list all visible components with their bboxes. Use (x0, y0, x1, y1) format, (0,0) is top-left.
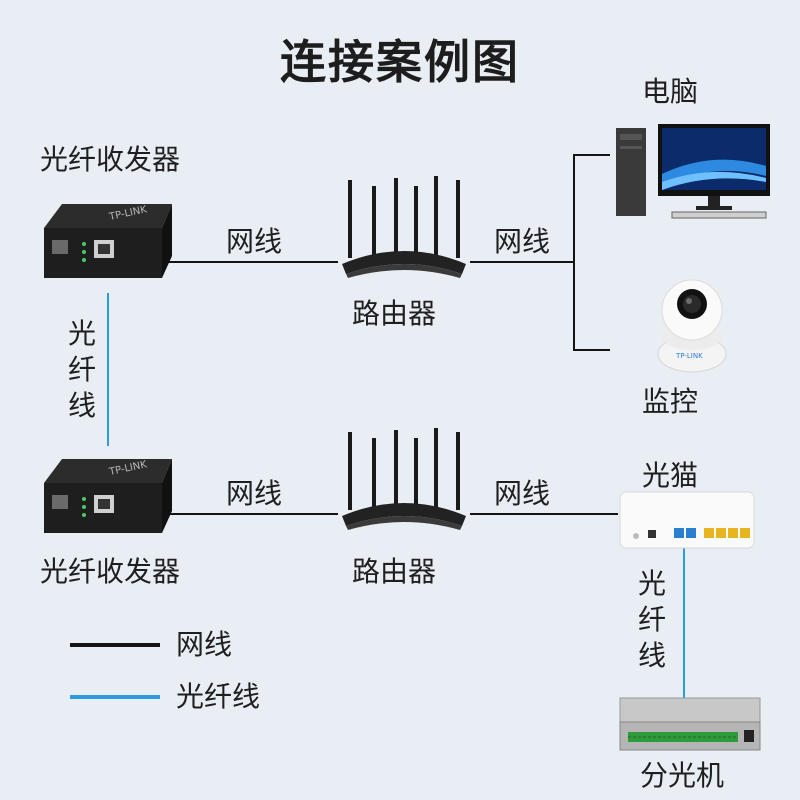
legend-cable-label: 网线 (176, 628, 233, 661)
camera-icon: TP-LINK (657, 279, 727, 373)
splitter-label: 分光机 (640, 759, 725, 792)
cable-label-3: 网线 (226, 477, 283, 510)
computer-icon (616, 124, 770, 219)
cable-label-2: 网线 (494, 225, 551, 258)
legend-fiber-label: 光纤线 (176, 680, 261, 713)
router-top-icon (342, 176, 466, 278)
router-bottom-label: 路由器 (352, 555, 437, 588)
optical-modem-icon (619, 491, 755, 549)
transceiver-bottom-icon: TP-LINK (44, 459, 172, 533)
transceiver-top-label: 光纤收发器 (40, 143, 181, 176)
computer-label: 电脑 (642, 75, 699, 108)
splitter-icon (619, 697, 761, 751)
cable-branch-bracket (573, 154, 610, 351)
fiber-left-label: 光纤线 (67, 317, 96, 422)
camera-brand: TP-LINK (675, 352, 703, 360)
transceiver-top-icon: TP-LINK (44, 204, 172, 278)
camera-label: 监控 (642, 385, 699, 418)
cable-label-1: 网线 (226, 225, 283, 258)
router-top-label: 路由器 (352, 297, 437, 330)
fiber-right-label: 光纤线 (637, 567, 666, 672)
router-bottom-icon (342, 428, 466, 530)
diagram-title: 连接案例图 (280, 35, 520, 89)
optical-modem-label: 光猫 (642, 459, 699, 492)
transceiver-bottom-label: 光纤收发器 (40, 555, 181, 588)
cable-label-4: 网线 (494, 477, 551, 510)
